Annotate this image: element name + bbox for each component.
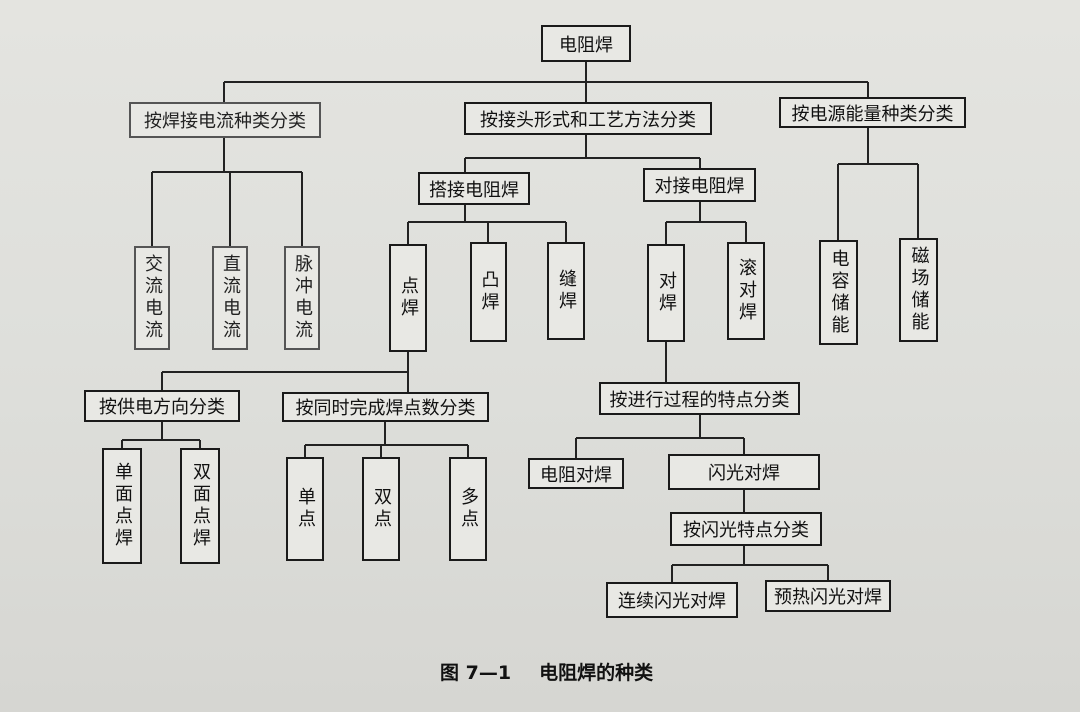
figure-title: 电阻焊的种类: [539, 662, 654, 684]
node-seam-welding: 缝焊: [547, 242, 585, 340]
node-resistance-welding: 电阻焊: [541, 25, 631, 62]
figure-number: 图 7—1: [440, 662, 512, 684]
node-roll-butt-welding: 滚对焊: [727, 242, 765, 340]
node-continuous-flash-butt: 连续闪光对焊: [606, 582, 738, 618]
node-butt-welding: 对焊: [647, 244, 685, 342]
figure-caption: 图 7—1 电阻焊的种类: [440, 658, 681, 685]
node-by-joint-and-process: 按接头形式和工艺方法分类: [464, 102, 712, 135]
node-single-point: 单点: [286, 457, 324, 561]
node-pulse-current: 脉冲电流: [284, 246, 320, 350]
node-flash-butt-welding: 闪光对焊: [668, 454, 820, 490]
node-dc-current: 直流电流: [212, 246, 248, 350]
node-projection-welding: 凸焊: [470, 242, 507, 342]
node-preheat-flash-butt: 预热闪光对焊: [765, 580, 891, 612]
node-spot-welding: 点焊: [389, 244, 427, 352]
node-by-flash-features: 按闪光特点分类: [670, 512, 822, 546]
node-by-current-type: 按焊接电流种类分类: [129, 102, 321, 138]
node-double-side-spot: 双面点焊: [180, 448, 220, 564]
node-butt-resistance-welding: 对接电阻焊: [643, 168, 756, 202]
node-capacitor-storage: 电容储能: [819, 240, 858, 345]
node-single-side-spot: 单面点焊: [102, 448, 142, 564]
node-resistance-butt-welding: 电阻对焊: [528, 458, 624, 489]
node-by-energy-type: 按电源能量种类分类: [779, 97, 966, 128]
node-ac-current: 交流电流: [134, 246, 170, 350]
node-by-supply-direction: 按供电方向分类: [84, 390, 240, 422]
node-lap-resistance-welding: 搭接电阻焊: [418, 172, 530, 205]
node-multi-point: 多点: [449, 457, 487, 561]
node-by-process-features: 按进行过程的特点分类: [599, 382, 800, 415]
node-double-point: 双点: [362, 457, 400, 561]
node-by-simultaneous-points: 按同时完成焊点数分类: [282, 392, 489, 422]
node-magnetic-storage: 磁场储能: [899, 238, 938, 342]
